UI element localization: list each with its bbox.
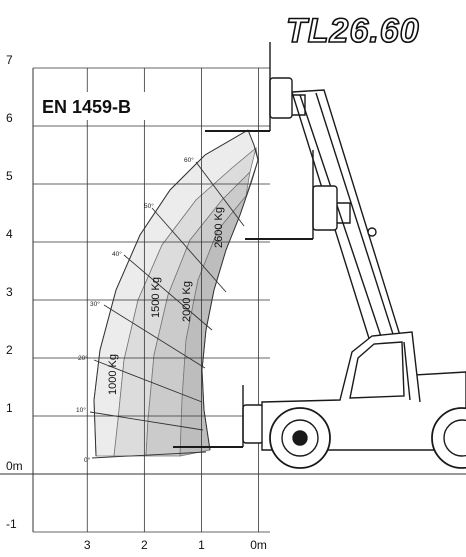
y-tick-3: 3 xyxy=(6,285,13,299)
x-axis-ticks: 3 2 1 0m xyxy=(84,538,267,552)
cab-pillar xyxy=(403,341,411,401)
boom-pin xyxy=(367,227,377,237)
zone-label-2: 1500 Kg xyxy=(150,277,162,318)
top-carriage xyxy=(205,42,306,132)
zone-label-4: 2600 Kg xyxy=(213,207,225,248)
y-tick-5: 5 xyxy=(6,169,13,183)
angle-label-6: 60° xyxy=(184,156,194,164)
cab-window xyxy=(349,341,405,399)
angle-label-0: 0° xyxy=(84,456,91,464)
y-tick-0m: 0m xyxy=(6,459,23,473)
angle-ray-1 xyxy=(89,411,204,431)
angle-label-1: 10° xyxy=(76,406,86,414)
inner-reach-curve xyxy=(201,159,259,451)
middle-carriage xyxy=(245,150,351,240)
angle-label-3: 30° xyxy=(90,300,100,308)
chart-grid xyxy=(0,67,466,533)
y-tick-4: 4 xyxy=(6,227,13,241)
angle-ray-2 xyxy=(93,359,203,403)
angle-ray-6 xyxy=(195,161,245,227)
y-tick-7: 7 xyxy=(6,53,13,67)
angle-ray-5 xyxy=(151,207,227,293)
standard-label-box xyxy=(36,92,148,120)
zone-label-3: 2000 Kg xyxy=(181,281,193,322)
telehandler-illustration xyxy=(173,42,466,469)
zone-label-1: 1000 Kg xyxy=(107,354,119,395)
load-zones xyxy=(93,129,259,457)
x-tick-3: 3 xyxy=(84,538,91,552)
front-wheel xyxy=(269,407,331,469)
rear-wheel xyxy=(431,407,466,469)
angle-label-2: 20° xyxy=(78,354,88,362)
y-tick-6: 6 xyxy=(6,111,13,125)
y-tick-1: 1 xyxy=(6,401,13,415)
angle-label-4: 40° xyxy=(112,250,122,258)
x-tick-1: 1 xyxy=(198,538,205,552)
operator-cab xyxy=(339,331,421,403)
angle-ray-3 xyxy=(103,304,206,369)
outer-reach-curve xyxy=(93,129,249,457)
y-axis-ticks: 7 6 5 4 3 2 1 0m -1 xyxy=(6,53,23,531)
working-envelope: 0° 10° 20° 30° 40° 50° 60° 1000 Kg 1500 Kg 2000 K… xyxy=(76,129,259,464)
upper-reach-edge xyxy=(247,129,259,161)
x-tick-2: 2 xyxy=(141,538,148,552)
model-logo: TL26.60 xyxy=(286,12,420,50)
y-tick--1: -1 xyxy=(6,517,17,531)
angle-ray-4 xyxy=(123,254,213,331)
x-tick-0m: 0m xyxy=(250,538,267,552)
standard-label: EN 1459-B xyxy=(42,97,131,117)
y-tick-2: 2 xyxy=(6,343,13,357)
angle-ray-0 xyxy=(91,451,207,459)
angle-label-5: 50° xyxy=(144,202,154,210)
